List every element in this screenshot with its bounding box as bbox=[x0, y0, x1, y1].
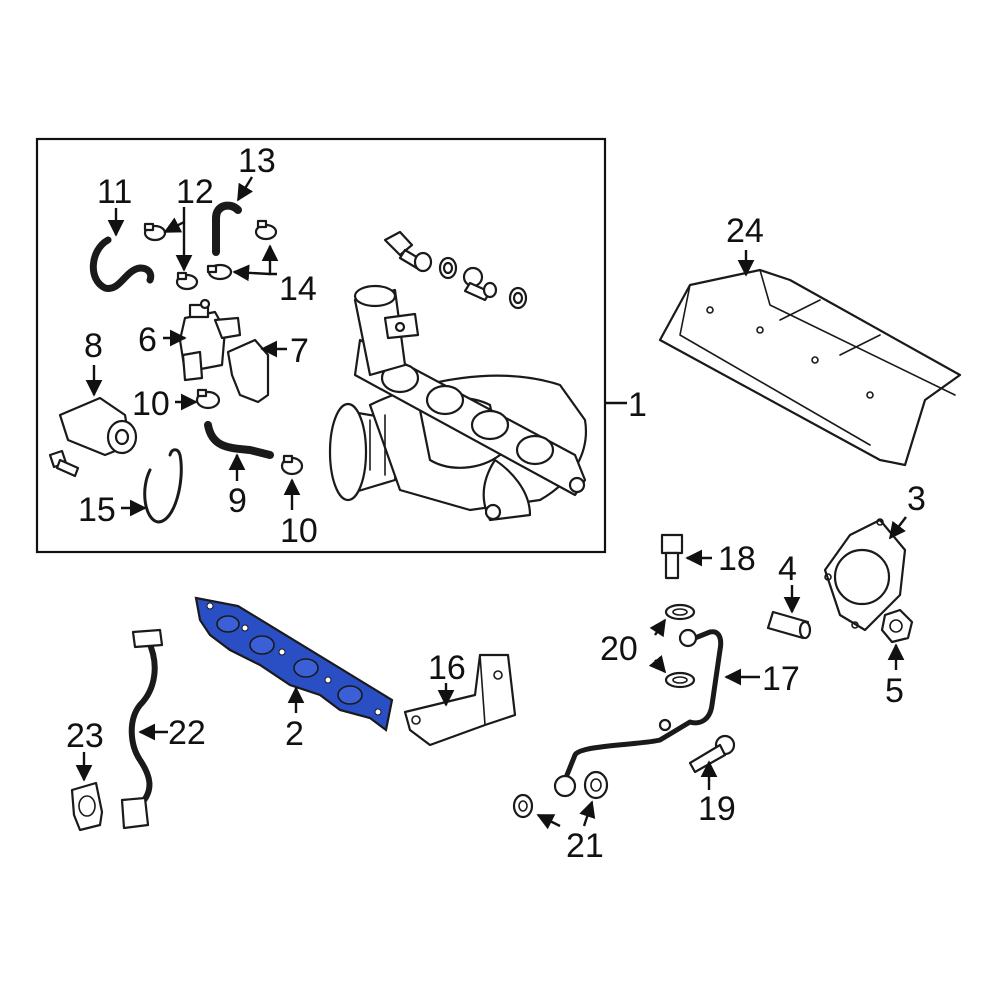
hose-clamp-10a[interactable] bbox=[195, 388, 221, 410]
turbo-support-bracket[interactable] bbox=[403, 653, 517, 747]
turbocharger-assembly-frame bbox=[35, 137, 607, 554]
callout-6: 6 bbox=[138, 321, 157, 359]
callout-5: 5 bbox=[885, 672, 904, 710]
leader-lines bbox=[75, 176, 907, 830]
callout-3: 3 bbox=[907, 480, 926, 518]
hose-clamp-12a[interactable] bbox=[143, 222, 167, 242]
hose-clamp-14b[interactable] bbox=[206, 263, 233, 281]
callout-21: 21 bbox=[566, 827, 604, 865]
callout-9: 9 bbox=[228, 482, 247, 520]
oil-return-pipe[interactable] bbox=[120, 628, 164, 830]
callout-14: 14 bbox=[279, 270, 317, 308]
hose-clamp-10b[interactable] bbox=[280, 454, 304, 476]
sealing-washer-20b[interactable] bbox=[664, 671, 696, 689]
callout-13: 13 bbox=[238, 142, 276, 180]
callout-18: 18 bbox=[718, 540, 756, 578]
turbo-bolt-with-washers[interactable] bbox=[383, 230, 458, 280]
turbocharger[interactable] bbox=[328, 284, 587, 522]
oil-return-gasket[interactable] bbox=[70, 781, 104, 832]
hose-clamp-14a[interactable] bbox=[254, 219, 278, 241]
vacuum-hose-13[interactable] bbox=[212, 201, 242, 256]
callout-labels: 1 2 3 4 5 6 7 8 9 10 10 11 12 13 14 15 1… bbox=[66, 142, 926, 865]
turbo-banjo-bolt[interactable] bbox=[462, 266, 528, 310]
vacuum-line-15[interactable] bbox=[143, 448, 183, 524]
banjo-bolt-19[interactable] bbox=[688, 734, 736, 774]
boost-solenoid-valve[interactable] bbox=[178, 298, 242, 382]
callout-7: 7 bbox=[290, 332, 309, 370]
callout-12: 12 bbox=[176, 173, 214, 211]
turbo-outlet-gasket[interactable] bbox=[823, 518, 907, 632]
heat-shield[interactable] bbox=[658, 268, 962, 467]
vacuum-hose-11[interactable] bbox=[89, 236, 155, 292]
exhaust-manifold-gasket[interactable] bbox=[194, 596, 394, 732]
callout-4: 4 bbox=[778, 550, 797, 588]
diverter-valve-bolt[interactable] bbox=[48, 449, 80, 478]
callout-1: 1 bbox=[628, 386, 647, 424]
banjo-bolt-18[interactable] bbox=[660, 533, 684, 580]
sealing-washer-20a[interactable] bbox=[664, 603, 696, 621]
callout-10a: 10 bbox=[132, 385, 170, 423]
callout-11: 11 bbox=[97, 173, 132, 211]
flange-nut[interactable] bbox=[880, 608, 914, 644]
callout-24: 24 bbox=[726, 212, 764, 250]
callout-23: 23 bbox=[66, 717, 104, 755]
callout-20: 20 bbox=[600, 630, 638, 668]
sealing-washer-21a[interactable] bbox=[512, 793, 534, 819]
exhaust-stud[interactable] bbox=[766, 610, 812, 640]
callout-16: 16 bbox=[428, 649, 466, 687]
callout-15: 15 bbox=[78, 491, 116, 529]
diverter-valve[interactable] bbox=[58, 396, 138, 457]
callout-22: 22 bbox=[168, 714, 206, 752]
callout-19: 19 bbox=[698, 790, 736, 828]
hose-clamp-12b[interactable] bbox=[175, 271, 199, 291]
sealing-washer-21b[interactable] bbox=[583, 770, 609, 800]
callout-10b: 10 bbox=[280, 512, 318, 550]
vacuum-hose-9[interactable] bbox=[204, 421, 274, 459]
callout-8: 8 bbox=[84, 327, 103, 365]
callout-17: 17 bbox=[762, 660, 800, 698]
callout-2: 2 bbox=[285, 715, 304, 753]
solenoid-bracket[interactable] bbox=[226, 338, 270, 404]
oil-feed-pipe[interactable] bbox=[553, 628, 724, 798]
